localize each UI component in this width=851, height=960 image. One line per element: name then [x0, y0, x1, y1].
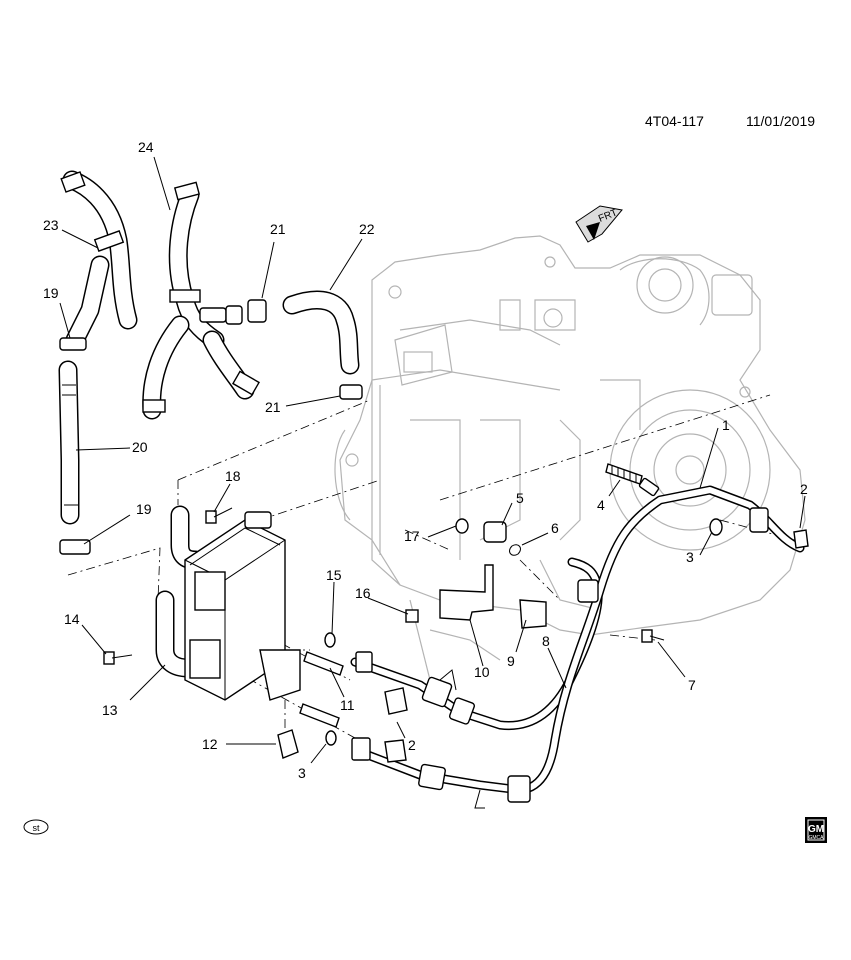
- nut-12: [277, 729, 299, 759]
- oil-cooler-assembly: [103, 505, 301, 759]
- washer-15: [324, 632, 336, 648]
- callout-24: 24: [138, 139, 154, 155]
- washer-3-lower: [325, 730, 337, 746]
- leader-lines: [59, 156, 806, 764]
- coolant-hose-assembly: [58, 170, 363, 555]
- engine-transmission-illustration: [334, 235, 806, 681]
- callout-14: 14: [64, 611, 80, 627]
- bolt-7: [641, 629, 653, 643]
- callout-21-upper: 21: [270, 221, 286, 237]
- callout-18: 18: [225, 468, 241, 484]
- callout-3-lower: 3: [298, 765, 306, 781]
- callout-labels: 1 2 2 3 3 4 5 6 7 8 9 10 11 12 13 14 15 …: [43, 139, 808, 781]
- callout-5: 5: [516, 490, 524, 506]
- callout-23: 23: [43, 217, 59, 233]
- bolt-16: [405, 609, 419, 623]
- callout-4: 4: [597, 497, 605, 513]
- gm-logo-text: GM: [808, 824, 824, 835]
- callout-6: 6: [551, 520, 559, 536]
- gm-logo-subtext: GMCA: [809, 835, 825, 841]
- callout-12: 12: [202, 736, 218, 752]
- callout-8: 8: [542, 633, 550, 649]
- callout-16: 16: [355, 585, 371, 601]
- stud-11-upper: [303, 651, 344, 676]
- bracket-9: [519, 599, 547, 629]
- st-mark: st: [23, 819, 49, 835]
- nut-2-lower: [384, 739, 407, 763]
- cooler-lines: [350, 477, 805, 809]
- callout-2-upper: 2: [800, 481, 808, 497]
- diagram-header: 4T04-117 11/01/2019: [645, 113, 815, 129]
- callout-9: 9: [507, 653, 515, 669]
- bracket-10: [439, 564, 494, 621]
- diagram-date: 11/01/2019: [746, 113, 815, 129]
- callout-21-lower: 21: [265, 399, 281, 415]
- callout-3-upper: 3: [686, 549, 694, 565]
- callout-10: 10: [474, 664, 490, 680]
- clamp-21-lower: [339, 384, 363, 400]
- clamp-19-upper: [59, 337, 87, 351]
- hardware-parts: [299, 463, 809, 763]
- stud-11-lower: [299, 703, 340, 728]
- callout-20: 20: [132, 439, 148, 455]
- callout-15: 15: [326, 567, 342, 583]
- callout-1: 1: [722, 417, 730, 433]
- callout-13: 13: [102, 702, 118, 718]
- nut-2-middle: [384, 687, 408, 715]
- gm-logo: GM GMCA: [805, 817, 827, 843]
- washer-17: [455, 518, 469, 534]
- callout-7: 7: [688, 677, 696, 693]
- nut-2-upper: [793, 529, 809, 549]
- callout-11: 11: [340, 697, 355, 713]
- bolt-18: [205, 510, 217, 524]
- clamp-19-lower: [59, 539, 91, 555]
- callout-17: 17: [404, 528, 420, 544]
- st-label: st: [32, 823, 40, 833]
- callout-19-lower: 19: [136, 501, 152, 517]
- connector-5: [483, 521, 507, 543]
- diagram-code: 4T04-117: [645, 113, 704, 129]
- clip-6: [509, 544, 521, 556]
- washer-3-upper: [709, 518, 723, 536]
- clamp-21-upper: [247, 299, 267, 323]
- callout-2-lower: 2: [408, 737, 416, 753]
- front-direction-arrow-icon: FRT: [575, 205, 623, 243]
- callout-19-upper: 19: [43, 285, 59, 301]
- callout-22: 22: [359, 221, 375, 237]
